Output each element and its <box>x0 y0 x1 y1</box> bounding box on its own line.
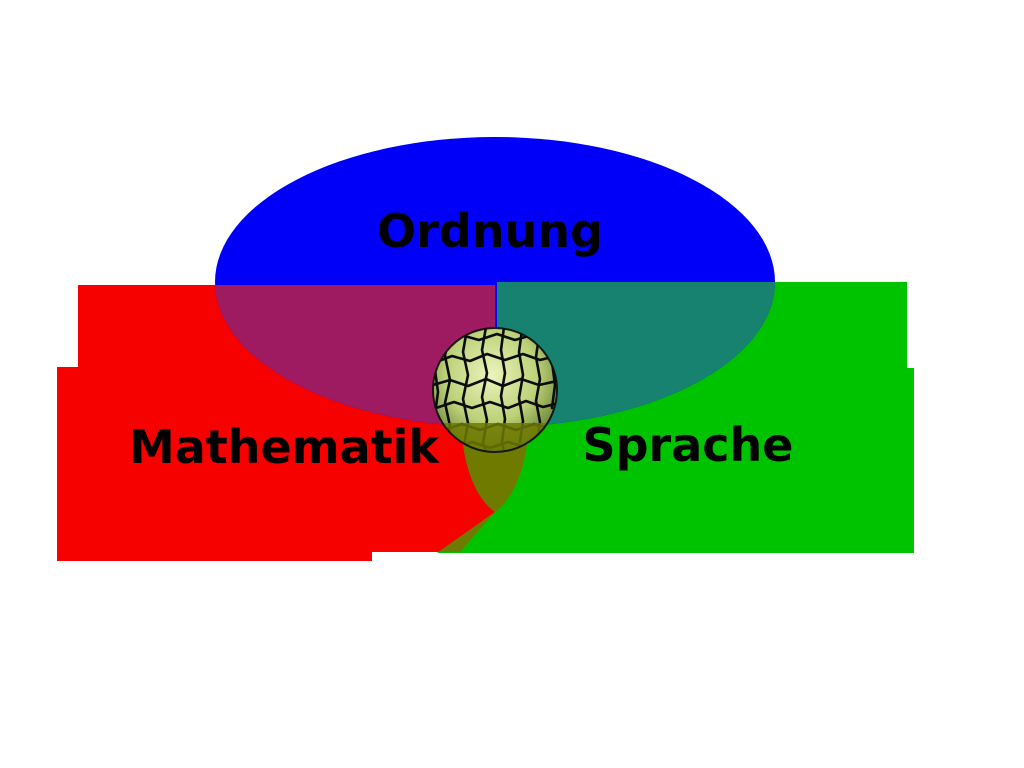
label-ordnung: Ordnung <box>377 204 603 258</box>
cell-boundary-line <box>433 377 557 388</box>
cell-boundary-line <box>434 399 557 410</box>
label-mathematik: Mathematik <box>129 420 440 474</box>
label-sprache: Sprache <box>583 418 794 472</box>
